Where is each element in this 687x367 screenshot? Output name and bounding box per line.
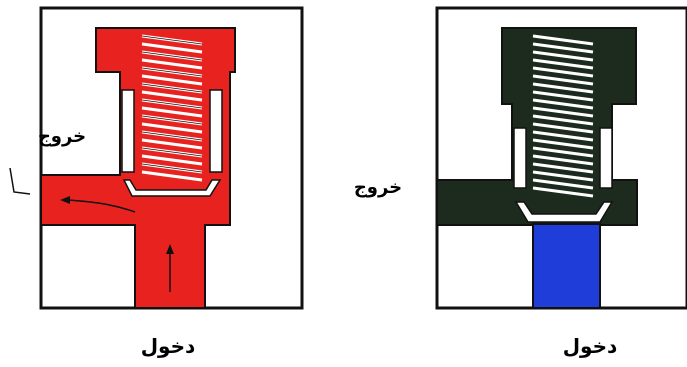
poppet xyxy=(122,179,222,197)
inlet-label: دخول xyxy=(141,334,196,358)
outlet-leader xyxy=(9,167,31,195)
flow-arrow-out xyxy=(60,196,136,213)
open-valve-panel: خروج دخول xyxy=(9,6,304,358)
outlet-label: خروج xyxy=(354,177,402,198)
guide-sleeve-right xyxy=(209,89,223,173)
spring xyxy=(532,34,594,198)
guide-sleeve-left xyxy=(513,127,527,189)
inlet-label: دخول xyxy=(563,334,618,358)
guide-sleeve-right xyxy=(599,127,613,189)
guide-sleeve-left xyxy=(121,89,135,173)
poppet xyxy=(514,201,614,223)
spring-outline xyxy=(141,35,203,173)
inlet-fluid xyxy=(532,223,601,309)
outlet-label: خروج xyxy=(38,126,86,147)
flow-arrow-in xyxy=(166,244,174,292)
closed-valve-panel: خروج دخول xyxy=(354,6,687,358)
